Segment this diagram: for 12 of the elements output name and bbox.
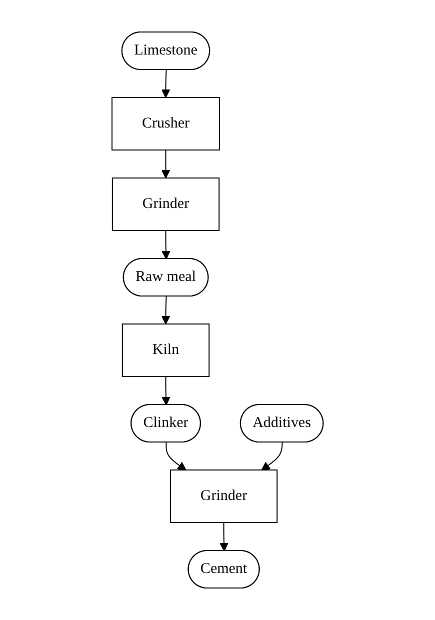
node-box: Crusher [111,97,220,150]
arrow [161,70,170,98]
node-box: Grinder [112,178,220,231]
arrow [162,376,170,406]
arrow [161,150,170,178]
node-box: Grinder [170,470,278,523]
arrow [162,230,170,260]
arrow [161,296,170,324]
arrow [261,442,283,470]
arrow [220,522,228,552]
node-box: Kiln [122,324,210,377]
arrow [166,442,186,470]
